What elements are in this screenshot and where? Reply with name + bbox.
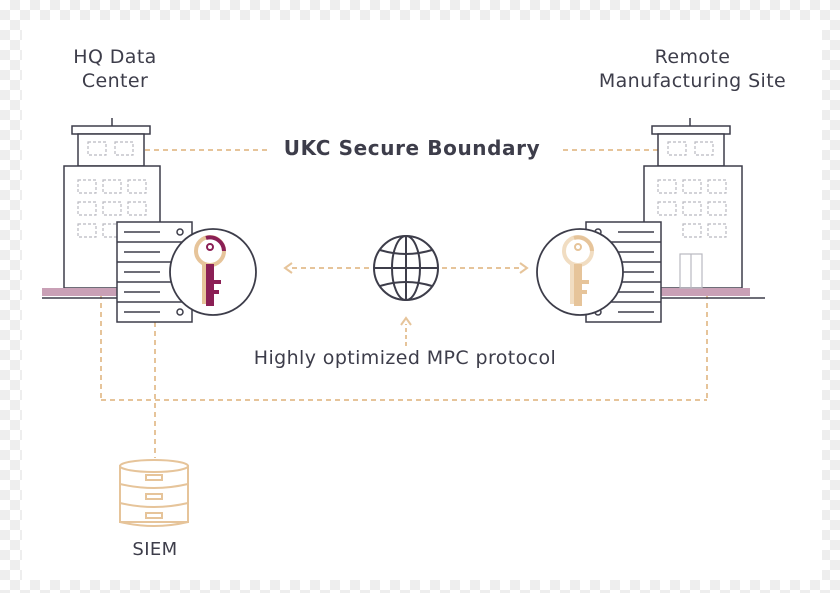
remote-key-shaft-light [570,264,574,304]
hq-windows [77,141,147,238]
remote-base-strip [660,288,750,296]
remote-window [682,179,702,194]
siem-db-slot [145,512,163,519]
remote-window [682,223,702,238]
remote-key-head-accent [573,235,594,252]
remote-site-label: Remote Manufacturing Site [585,45,800,93]
hq-window [87,141,107,156]
mpc-arrows [283,262,529,346]
remote-label-line-2: Manufacturing Site [598,70,787,92]
hq-key-shaft-light [202,264,206,304]
hq-window [114,141,134,156]
hq-window [127,179,147,194]
key-share-icon [536,228,624,316]
secure-boundary-label: UKC Secure Boundary [270,136,554,160]
siem-db-ring [119,483,189,489]
hq-key-hole [206,243,214,251]
remote-window [682,201,702,216]
mpc-arrow-right-head [519,262,529,274]
hq-label-line-1: HQ Data [73,46,157,68]
hq-data-center-label: HQ Data Center [40,45,190,93]
hq-server-led [176,308,184,316]
mpc-protocol-label: Highly optimized MPC protocol [220,346,590,370]
hq-key-tooth [214,280,221,284]
remote-key-tooth [582,280,589,284]
siem-db-slot [145,493,163,500]
globe-latitude-top [379,249,433,255]
hq-window [102,201,122,216]
hq-roof [71,125,151,135]
hq-base-strip [42,288,180,296]
key-share-icon [169,228,257,316]
hq-window [102,223,122,238]
hq-key-tooth [214,290,219,294]
remote-roof [651,125,731,135]
remote-upper-block [657,133,725,167]
remote-window [707,201,727,216]
hq-server-led [176,228,184,236]
hq-window [102,179,122,194]
remote-key-tooth [582,290,587,294]
hq-window [127,201,147,216]
siem-db-ring [119,502,189,508]
hq-upper-block [77,133,145,167]
siem-label: SIEM [132,539,178,560]
remote-label-line-1: Remote [654,46,731,68]
hq-label-line-2: Center [81,70,149,92]
globe-latitude-bottom [379,281,433,287]
remote-window [707,179,727,194]
siem-db-slot [145,474,163,481]
hq-key-head-accent [205,235,226,252]
remote-window [694,141,714,156]
remote-window [667,141,687,156]
remote-window [657,201,677,216]
remote-door [679,253,703,289]
mpc-arrow-left-head [283,262,293,274]
remote-windows [657,141,727,238]
hq-window [77,201,97,216]
hq-key-shaft [206,264,214,306]
siem-db-bottom [119,521,189,527]
remote-window [657,179,677,194]
remote-key-shaft [574,264,582,306]
remote-window [707,223,727,238]
siem-db-top [119,459,189,473]
database-icon [119,459,189,527]
hq-window [77,179,97,194]
remote-key-hole [574,243,582,251]
globe-icon [373,235,439,301]
mpc-arrow-up-head [400,316,412,326]
hq-window [77,223,97,238]
